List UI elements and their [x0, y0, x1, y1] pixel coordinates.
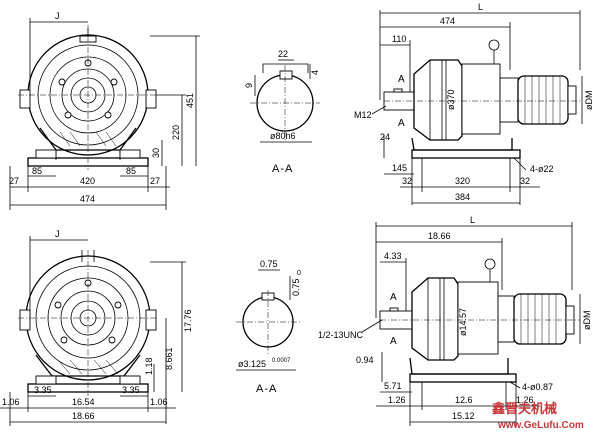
- dim-dia-370: ø370: [446, 89, 456, 110]
- dim-1-26-right: 1.26: [516, 395, 534, 405]
- dim-3-35-right: 3.35: [122, 385, 140, 395]
- label-A-top-upper: A: [398, 74, 405, 85]
- dim-tol-0-0007: 0.0007: [272, 358, 291, 364]
- dim-1-26-left: 1.26: [388, 395, 406, 405]
- dim-M12: M12: [354, 110, 372, 120]
- dim-16-54: 16.54: [72, 397, 95, 407]
- dim-L-top: L: [478, 2, 483, 12]
- dim-27-left: 27: [9, 176, 19, 186]
- dim-220: 220: [171, 125, 181, 140]
- dim-0-94: 0.94: [356, 355, 374, 365]
- dim-1-18: 1.18: [144, 357, 154, 375]
- dim-474-side: 474: [440, 16, 455, 26]
- dim-holes-22: 4-ø22: [530, 164, 554, 174]
- dim-1-06-left: 1.06: [2, 397, 20, 407]
- dim-27-right: 27: [150, 176, 160, 186]
- dim-17-76: 17.76: [183, 309, 193, 332]
- dim-J-bottom: J: [55, 229, 60, 239]
- dim-dia-14-57: ø14.57: [458, 308, 468, 336]
- dim-J-top: J: [55, 11, 60, 21]
- dim-85-left: 85: [32, 166, 42, 176]
- top-side-view: L 474 110 A A M12: [354, 2, 594, 205]
- dim-24: 24: [380, 132, 390, 142]
- dim-451: 451: [185, 93, 195, 108]
- dim-dia-80h6: ø80h6: [270, 131, 296, 141]
- label-A-bottom-lower: A: [390, 336, 397, 347]
- dim-dia-DM-bottom: øDM: [582, 311, 592, 331]
- watermark: 鑫晋夫机械 www.GeLufu.Com: [491, 401, 584, 431]
- label-A-bottom-upper: A: [390, 292, 397, 303]
- dim-9: 9: [244, 83, 254, 88]
- dim-0-75-top: 0.75: [260, 259, 278, 269]
- watermark-url: www.GeLufu.Com: [497, 420, 584, 431]
- dim-8-661: 8.661: [164, 347, 174, 370]
- dim-32-right: 32: [520, 176, 530, 186]
- dim-18-66-side: 18.66: [428, 231, 451, 241]
- dim-dia-3-125: ø3.125: [238, 359, 266, 369]
- dim-1-2-13UNC: 1/2-13UNC: [318, 330, 364, 340]
- top-section-view: 22 9 4 ø80h6 A-A: [244, 49, 320, 175]
- dim-0-75-side: 0.75: [291, 278, 301, 296]
- dim-L-bottom: L: [470, 215, 475, 225]
- dim-85-right: 85: [126, 166, 136, 176]
- bottom-front-view: J 17.76 8.661 1.18 3.35 3.35 1.06 16.54 …: [0, 229, 193, 426]
- dim-12-6: 12.6: [455, 395, 473, 405]
- dim-4-33: 4.33: [384, 251, 402, 261]
- top-front-view: J 451 220 30 85 85 27 420 27 474: [9, 11, 200, 210]
- dim-320: 320: [455, 176, 470, 186]
- bottom-section-view: 0.75 0.75 0 ø3.125 0.0007 A-A: [236, 259, 302, 395]
- dim-4: 4: [310, 70, 320, 75]
- dim-5-71: 5.71: [384, 381, 402, 391]
- dim-384: 384: [455, 192, 470, 202]
- section-title-bottom: A-A: [256, 383, 277, 395]
- watermark-cn: 鑫晋夫机械: [491, 401, 557, 416]
- dim-0: 0: [297, 270, 301, 277]
- dim-3-35-left: 3.35: [34, 385, 52, 395]
- dim-145: 145: [392, 163, 407, 173]
- bottom-side-view: L 18.66 4.33 A A 1/2-13UNC ø14.57: [318, 215, 592, 426]
- dim-110: 110: [392, 34, 406, 44]
- dim-dia-DM-top: øDM: [584, 91, 594, 111]
- dim-holes-0-87: 4-ø0.87: [522, 382, 553, 392]
- dim-32-left: 32: [402, 176, 412, 186]
- dim-30: 30: [151, 148, 161, 158]
- label-A-top-lower: A: [398, 118, 405, 129]
- dim-15-12: 15.12: [452, 411, 475, 421]
- dim-1-06-right: 1.06: [150, 397, 168, 407]
- dim-474-front: 474: [80, 194, 95, 204]
- section-title-top: A-A: [272, 163, 293, 175]
- dim-18-66-front: 18.66: [72, 411, 95, 421]
- dim-22: 22: [278, 49, 288, 59]
- dim-420: 420: [80, 176, 95, 186]
